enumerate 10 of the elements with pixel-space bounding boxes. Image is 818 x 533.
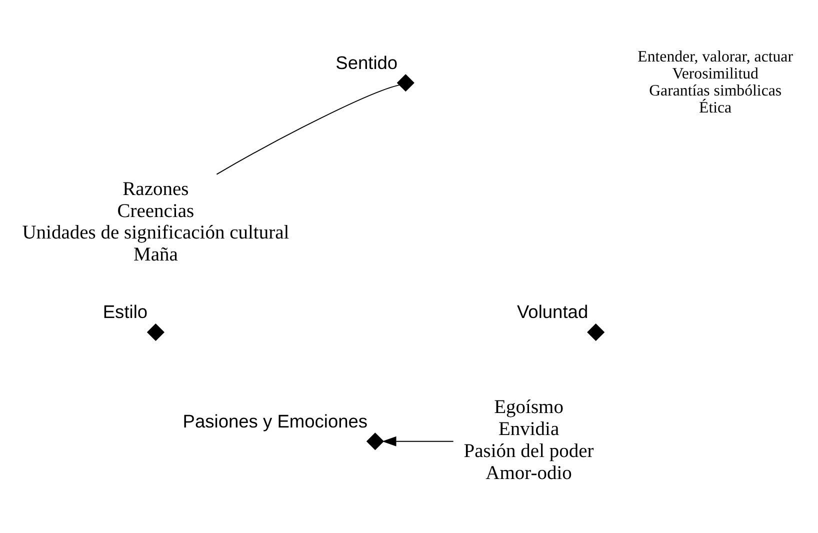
node-label: Sentido	[336, 51, 398, 72]
node-label: Estilo	[102, 300, 148, 322]
node-label: Pasiones y Emociones	[182, 410, 368, 431]
node-label: Voluntad	[517, 300, 588, 322]
label: Verosimilitud	[672, 65, 758, 82]
node-text: Razones Creencias Unidades de significación cultural Maña	[22, 178, 290, 266]
label: Entender, valorar, actuar	[638, 48, 793, 65]
label: Garantías simbólicas	[649, 82, 782, 100]
label: Ética	[699, 99, 732, 116]
node-text: Egoísmo Envidia Pasión del poder Amor-odio	[464, 396, 594, 484]
